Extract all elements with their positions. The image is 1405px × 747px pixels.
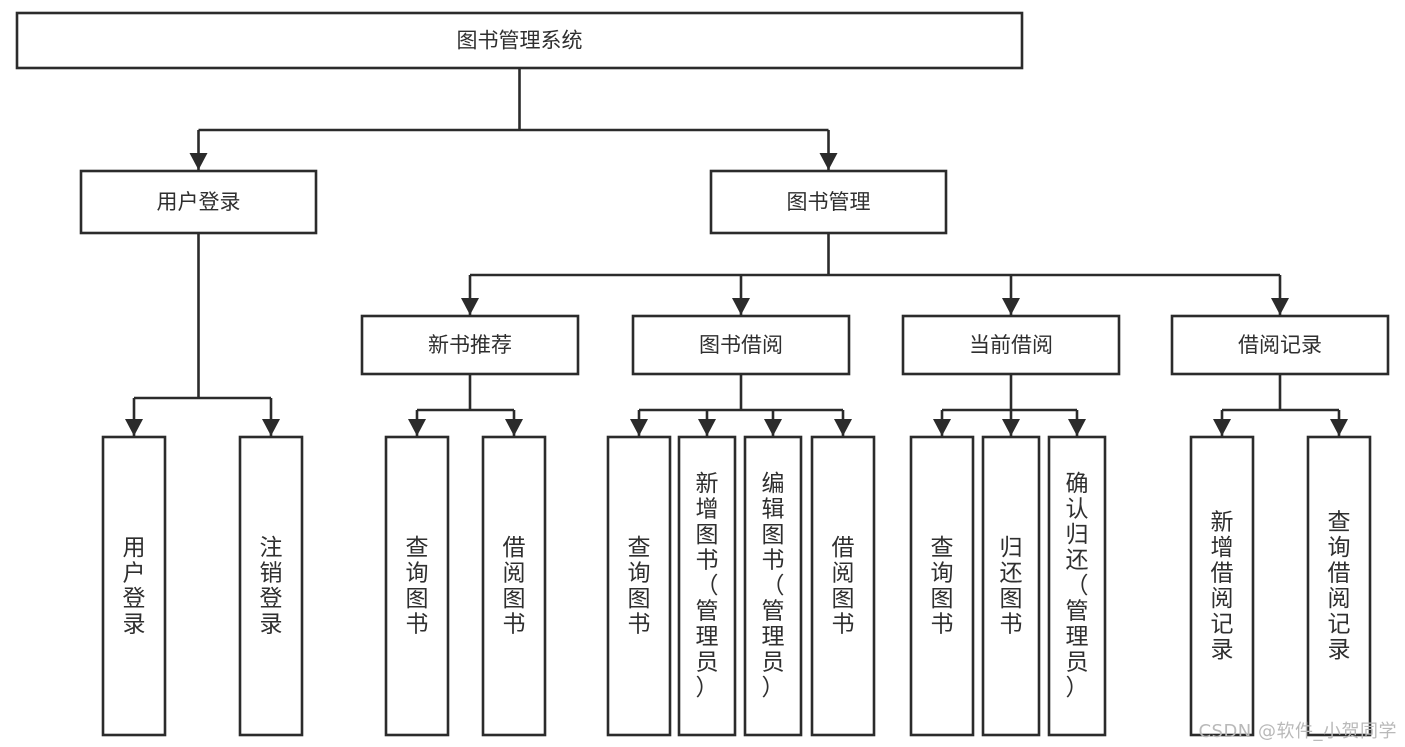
node-leaf-12-label: 查询借阅记录 [1328, 509, 1351, 663]
node-leaf-11-border [1189, 435, 1255, 737]
csdn-watermark: CSDN @软件_小贺同学 [1198, 721, 1397, 742]
node-leaf-6-border [743, 435, 803, 737]
arrow-head-icon [764, 419, 782, 436]
node-level1-0-border [79, 169, 318, 235]
node-leaf-3-border [481, 435, 547, 737]
node-root-border [15, 11, 1024, 70]
node-leaf-10-border [1047, 435, 1107, 737]
arrow-head-icon [834, 419, 852, 436]
node-level2-2[interactable]: 当前借阅 [901, 314, 1121, 376]
node-leaf-1[interactable]: 注销登录 [238, 435, 304, 737]
node-level2-0[interactable]: 新书推荐 [360, 314, 580, 376]
arrow-head-icon [1002, 298, 1020, 315]
arrow-head-icon [505, 419, 523, 436]
node-leaf-12[interactable]: 查询借阅记录 [1306, 435, 1372, 737]
node-leaf-8-border [909, 435, 975, 737]
arrow-head-icon [408, 419, 426, 436]
node-leaf-6-label: 编辑图书（管理员） [762, 471, 785, 701]
node-leaf-11-label: 新增借阅记录 [1211, 509, 1234, 663]
node-level2-1[interactable]: 图书借阅 [631, 314, 851, 376]
node-leaf-8[interactable]: 查询图书 [909, 435, 975, 737]
node-level2-3[interactable]: 借阅记录 [1170, 314, 1390, 376]
node-leaf-10-label: 确认归还（管理员） [1066, 471, 1089, 701]
node-level2-1-label: 图书借阅 [699, 333, 783, 357]
node-leaf-1-label: 注销登录 [260, 535, 283, 638]
node-leaf-5-label: 新增图书（管理员） [696, 471, 719, 701]
arrow-head-icon [1002, 419, 1020, 436]
node-leaf-4-label: 查询图书 [628, 535, 651, 638]
arrow-head-icon [698, 419, 716, 436]
arrow-head-icon [125, 419, 143, 436]
node-level1-0-label: 用户登录 [157, 190, 241, 214]
arrow-head-icon [189, 153, 208, 170]
node-level2-2-border [901, 314, 1121, 376]
node-leaf-10[interactable]: 确认归还（管理员） [1047, 435, 1107, 737]
arrow-head-icon [1330, 419, 1348, 436]
node-leaf-7[interactable]: 借阅图书 [810, 435, 876, 737]
node-level2-1-border [631, 314, 851, 376]
node-leaf-6[interactable]: 编辑图书（管理员） [743, 435, 803, 737]
node-level2-3-label: 借阅记录 [1238, 333, 1322, 357]
node-leaf-7-label: 借阅图书 [832, 535, 855, 638]
node-leaf-9[interactable]: 归还图书 [981, 435, 1041, 737]
node-leaf-2-border [384, 435, 450, 737]
node-level1-0[interactable]: 用户登录 [79, 169, 318, 235]
node-leaf-12-border [1306, 435, 1372, 737]
node-leaf-0[interactable]: 用户登录 [101, 435, 167, 737]
node-leaf-3[interactable]: 借阅图书 [481, 435, 547, 737]
node-leaf-9-label: 归还图书 [1000, 535, 1023, 638]
node-root[interactable]: 图书管理系统 [15, 11, 1024, 70]
node-leaf-8-label: 查询图书 [931, 535, 954, 638]
node-level2-2-label: 当前借阅 [969, 333, 1053, 357]
arrow-head-icon [933, 419, 951, 436]
node-leaf-5[interactable]: 新增图书（管理员） [677, 435, 737, 737]
node-level1-1-border [709, 169, 948, 235]
node-leaf-2[interactable]: 查询图书 [384, 435, 450, 737]
node-leaf-11[interactable]: 新增借阅记录 [1189, 435, 1255, 737]
node-leaf-5-border [677, 435, 737, 737]
node-leaf-2-label: 查询图书 [406, 535, 429, 638]
node-level2-0-label: 新书推荐 [428, 333, 512, 357]
node-leaf-7-border [810, 435, 876, 737]
node-leaf-4-border [606, 435, 672, 737]
arrow-head-icon [732, 298, 750, 315]
arrow-head-icon [630, 419, 648, 436]
connector-layer [125, 68, 1348, 436]
node-level2-0-border [360, 314, 580, 376]
node-level1-1[interactable]: 图书管理 [709, 169, 948, 235]
node-layer: 图书管理系统用户登录图书管理新书推荐图书借阅当前借阅借阅记录用户登录注销登录查询… [15, 11, 1390, 737]
node-leaf-9-border [981, 435, 1041, 737]
arrow-head-icon [1213, 419, 1231, 436]
node-leaf-0-border [101, 435, 167, 737]
arrow-head-icon [1271, 298, 1289, 315]
arrow-head-icon [262, 419, 280, 436]
node-level2-3-border [1170, 314, 1390, 376]
node-root-label: 图书管理系统 [457, 29, 583, 53]
node-leaf-0-label: 用户登录 [123, 535, 146, 638]
arrow-head-icon [1068, 419, 1086, 436]
arrow-head-icon [461, 298, 479, 315]
node-level1-1-label: 图书管理 [787, 190, 871, 214]
node-leaf-4[interactable]: 查询图书 [606, 435, 672, 737]
node-leaf-3-label: 借阅图书 [503, 535, 526, 638]
node-leaf-1-border [238, 435, 304, 737]
arrow-head-icon [819, 153, 838, 170]
